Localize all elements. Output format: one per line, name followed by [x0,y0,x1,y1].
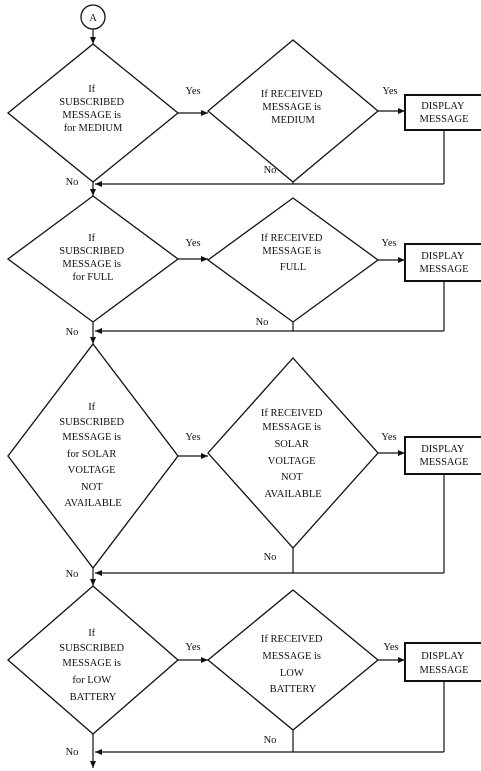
no-label-inner: No [264,735,277,746]
yes-label-2: Yes [381,432,396,443]
display-message-text: DISPLAY MESSAGE [419,651,468,676]
display-message-text: DISPLAY MESSAGE [419,251,468,275]
display-message-text: DISPLAY MESSAGE [419,444,468,468]
received-decision-diamond [207,357,379,549]
section-medium: If SUBSCRIBED MESSAGE is for MEDIUM Yes … [6,39,481,196]
display-message-box [404,642,481,682]
subscribed-decision-text: If SUBSCRIBED MESSAGE is for SOLAR VOLTA… [59,402,126,509]
received-decision-diamond [206,197,380,323]
received-decision-text: If RECEIVED MESSAGE is LOW BATTERY [261,634,325,695]
connector-a: A [80,4,106,30]
display-message-box [404,436,481,475]
no-label-outer: No [66,569,79,580]
yes-label-2: Yes [381,238,396,249]
received-decision-text: If RECEIVED MESSAGE is FULL [261,233,325,273]
yes-label-2: Yes [383,642,398,653]
no-label-outer: No [66,747,79,758]
no-label-inner: No [256,317,269,328]
yes-label-1: Yes [185,86,200,97]
section-solar-voltage: If SUBSCRIBED MESSAGE is for SOLAR VOLTA… [7,342,481,586]
subscribed-decision-text: If SUBSCRIBED MESSAGE is for LOW BATTERY [59,628,126,703]
no-label-inner: No [264,552,277,563]
no-label-outer: No [66,177,79,188]
no-label-inner: No [264,165,277,176]
section-low-battery: If SUBSCRIBED MESSAGE is for LOW BATTERY… [7,585,481,768]
subscribed-decision-text: If SUBSCRIBED MESSAGE is for MEDIUM [59,84,126,134]
no-label-outer: No [66,327,79,338]
yes-label-1: Yes [185,432,200,443]
received-decision-text: If RECEIVED MESSAGE is SOLAR VOLTAGE NOT… [261,408,325,500]
yes-label-1: Yes [185,238,200,249]
display-message-box [404,243,481,282]
subscribed-decision-text: If SUBSCRIBED MESSAGE is for FULL [59,233,126,283]
received-decision-text: If RECEIVED MESSAGE is MEDIUM [261,89,325,126]
section-full: If SUBSCRIBED MESSAGE is for FULL Yes If… [6,195,481,344]
yes-label-2: Yes [382,86,397,97]
connector-label: A [89,13,97,24]
display-message-text: DISPLAY MESSAGE [419,101,468,125]
yes-label-1: Yes [185,642,200,653]
